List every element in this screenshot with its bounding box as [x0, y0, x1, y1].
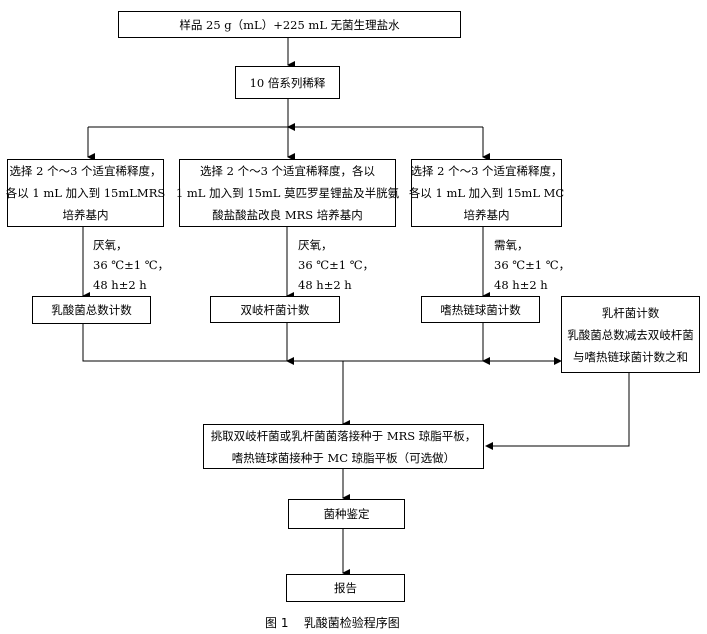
condition-line: 48 h±2 h — [298, 278, 352, 292]
condition-line: 需氧， — [494, 238, 529, 252]
count-total-lab-text: 乳酸菌总数计数 — [51, 303, 132, 317]
branch-mod-mrs-line: 酸盐酸盐改良 MRS 培养基内 — [212, 208, 363, 222]
condition-mrs: 厌氧， 36 ℃±1 ℃， 48 h±2 h — [93, 235, 169, 295]
pick-colonies-line: 嗜热链球菌接种于 MC 琼脂平板（可选做） — [231, 450, 456, 465]
count-lacto-line: 乳杆菌计数 — [601, 305, 660, 320]
condition-line: 48 h±2 h — [93, 278, 147, 292]
branch-mc-box: 选择 2 个～3 个适宜稀释度， 各以 1 mL 加入到 15mL MC 培养基… — [408, 159, 565, 227]
count-lacto-line: 与嗜热链球菌计数之和 — [573, 349, 688, 364]
identify-box: 菌种鉴定 — [288, 499, 405, 529]
count-strep-box: 嗜热链球菌计数 — [421, 296, 540, 323]
count-bifido-text: 双岐杆菌计数 — [240, 302, 310, 317]
branch-mod-mrs-line: 1 mL 加入到 15mL 莫匹罗星锂盐及半胱氨 — [175, 186, 400, 200]
branch-mrs-line: 培养基内 — [62, 208, 109, 222]
pick-colonies-box: 挑取双岐杆菌或乳杆菌菌落接种于 MRS 琼脂平板， 嗜热链球菌接种于 MC 琼脂… — [203, 424, 484, 469]
condition-line: 厌氧， — [298, 238, 333, 252]
count-bifido-box: 双岐杆菌计数 — [210, 296, 340, 323]
count-lacto-box: 乳杆菌计数 乳酸菌总数减去双岐杆菌 与嗜热链球菌计数之和 — [561, 296, 700, 373]
count-lacto-line: 乳酸菌总数减去双岐杆菌 — [567, 327, 694, 342]
condition-line: 36 ℃±1 ℃， — [494, 258, 571, 272]
identify-text: 菌种鉴定 — [323, 507, 370, 521]
condition-mod-mrs: 厌氧， 36 ℃±1 ℃， 48 h±2 h — [298, 235, 374, 295]
report-text: 报告 — [334, 581, 357, 595]
condition-line: 36 ℃±1 ℃， — [93, 258, 170, 272]
line-lacto-to-pick — [485, 372, 630, 450]
branch-mod-mrs-box: 选择 2 个～3 个适宜稀释度，各以 1 mL 加入到 15mL 莫匹罗星锂盐及… — [175, 159, 400, 227]
report-box: 报告 — [286, 574, 405, 602]
condition-line: 厌氧， — [93, 238, 128, 252]
branch-mc-line: 选择 2 个～3 个适宜稀释度， — [410, 164, 563, 178]
branch-mrs-line: 选择 2 个～3 个适宜稀释度， — [9, 164, 162, 178]
line-total-to-merge — [82, 323, 483, 362]
pick-colonies-line: 挑取双岐杆菌或乳杆菌菌落接种于 MRS 琼脂平板， — [210, 428, 477, 443]
count-total-lab-box: 乳酸菌总数计数 — [32, 296, 151, 324]
sample-box: 样品 25 g（mL）+225 mL 无菌生理盐水 — [118, 11, 461, 38]
condition-line: 36 ℃±1 ℃， — [298, 258, 375, 272]
condition-mc: 需氧， 36 ℃±1 ℃， 48 h±2 h — [494, 235, 570, 295]
dilution-text: 10 倍系列稀释 — [249, 75, 326, 90]
branch-mrs-box: 选择 2 个～3 个适宜稀释度， 各以 1 mL 加入到 15mLMRS 培养基… — [5, 159, 166, 227]
sample-text: 样品 25 g（mL）+225 mL 无菌生理盐水 — [179, 17, 400, 32]
count-strep-text: 嗜热链球菌计数 — [440, 302, 521, 317]
dilution-box: 10 倍系列稀释 — [235, 66, 340, 99]
branch-mrs-line: 各以 1 mL 加入到 15mLMRS — [5, 186, 166, 200]
figure-caption: 图 1 乳酸菌检验程序图 — [265, 616, 400, 630]
branch-mc-line: 各以 1 mL 加入到 15mL MC — [408, 186, 565, 200]
branch-mod-mrs-line: 选择 2 个～3 个适宜稀释度，各以 — [199, 164, 376, 178]
branch-mc-line: 培养基内 — [463, 208, 510, 222]
condition-line: 48 h±2 h — [494, 278, 548, 292]
